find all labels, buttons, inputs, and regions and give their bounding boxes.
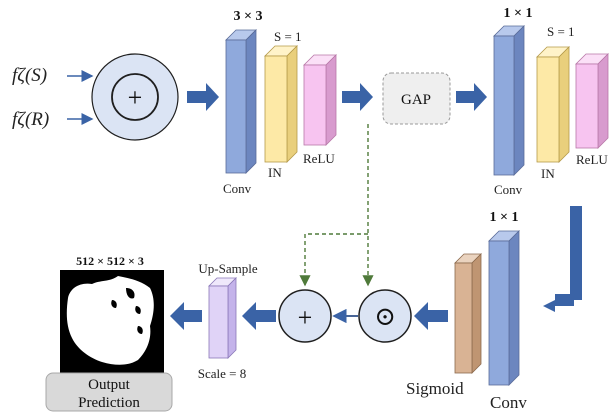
- block3-conv-label: Conv: [490, 393, 527, 412]
- flow-arrow-bend: [543, 206, 582, 312]
- block2-kernel-label: 1 × 1: [504, 6, 533, 21]
- upsample-scale: Scale = 8: [198, 366, 246, 381]
- flow-arrow-1: [187, 83, 219, 111]
- block2-conv-layer: [493, 25, 525, 176]
- block1-conv-layer: [225, 29, 257, 174]
- block3-conv-layer: [488, 230, 520, 386]
- fusion-node: +: [91, 53, 179, 141]
- add-node: +: [278, 289, 332, 343]
- block1-kernel-label: 3 × 3: [234, 9, 263, 24]
- output-label-line1: Output: [88, 377, 131, 393]
- skip-connection-to-add: [299, 233, 368, 287]
- block2-conv-label: Conv: [494, 182, 523, 197]
- gap-label: GAP: [401, 92, 431, 108]
- input-s-label: fζ(S): [12, 65, 47, 86]
- block3-sigmoid-label: Sigmoid: [406, 379, 464, 398]
- block2-relu-layer: [575, 53, 609, 149]
- upsample-layer: [208, 277, 237, 359]
- add-plus-symbol: +: [298, 303, 313, 332]
- block3-kernel-label: 1 × 1: [490, 210, 519, 225]
- output-prediction-label-box: Output Prediction: [45, 372, 173, 412]
- multiply-node: ⊙: [358, 289, 412, 343]
- flow-arrow-5: [242, 302, 276, 330]
- output-size-label: 512 × 512 × 3: [76, 254, 144, 268]
- output-mask-image: [60, 270, 164, 374]
- multiply-symbol: ⊙: [374, 302, 396, 331]
- output-label-line2: Prediction: [78, 395, 140, 411]
- block1-in-label: IN: [268, 165, 282, 180]
- flow-arrow-2: [342, 83, 373, 111]
- upsample-title: Up-Sample: [198, 261, 257, 276]
- block3-sigmoid-layer: [454, 253, 482, 374]
- block1-relu-layer: [303, 54, 337, 146]
- gap-box: GAP: [382, 72, 451, 125]
- block1-stride-label: S = 1: [274, 29, 302, 44]
- flow-arrow-4: [414, 302, 448, 330]
- block2-stride-label: S = 1: [547, 24, 575, 39]
- flow-arrow-3: [456, 83, 487, 111]
- block1-conv-label: Conv: [223, 181, 252, 196]
- input-r-label: fζ(R): [12, 109, 49, 130]
- block2-in-layer: [536, 46, 570, 163]
- block1-relu-label: ReLU: [303, 151, 335, 166]
- fusion-plus-symbol: +: [128, 83, 143, 112]
- block2-relu-label: ReLU: [576, 152, 608, 167]
- block1-in-layer: [264, 45, 298, 163]
- block2-in-label: IN: [541, 166, 555, 181]
- flow-arrow-6: [170, 302, 202, 330]
